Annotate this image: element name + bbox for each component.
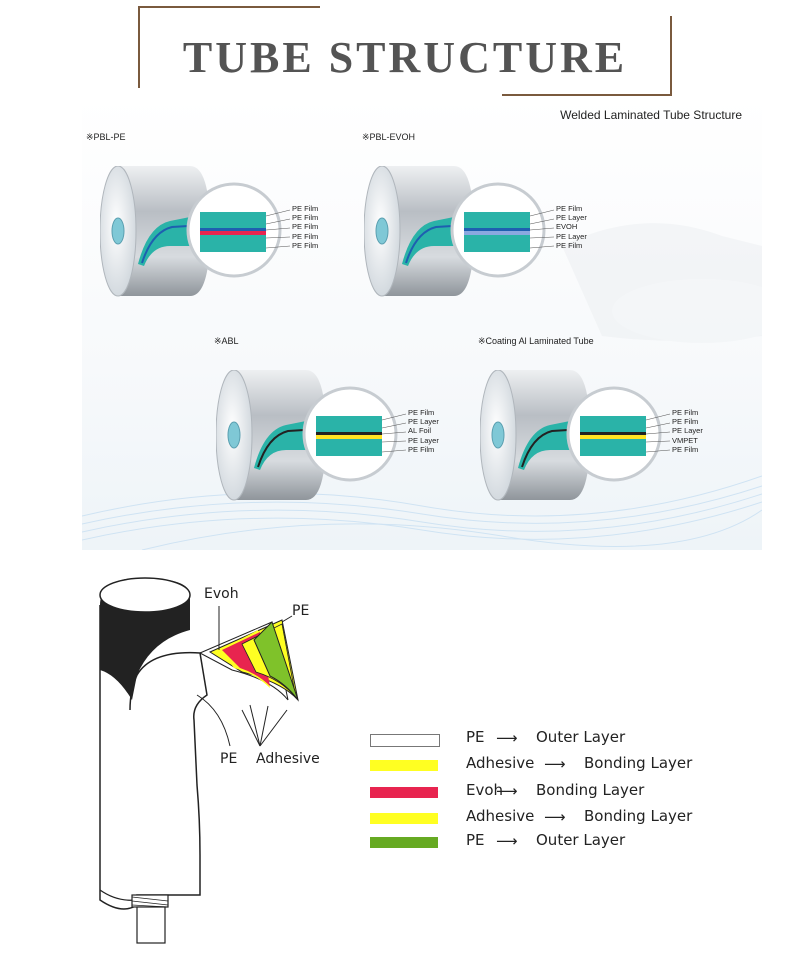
legend-function-1: Outer Layer: [536, 728, 625, 746]
legend-swatch-3: [370, 787, 438, 798]
legend-swatch-1: [370, 734, 440, 747]
legend-function-3: Bonding Layer: [536, 781, 644, 799]
abl-layer-4: PE Layer: [408, 436, 439, 445]
legend-swatch-2: [370, 760, 438, 771]
tube-nozzle: [137, 907, 165, 943]
pe-bottom-label: PE: [220, 751, 237, 767]
coating-al-layer-3: PE Layer: [672, 426, 703, 435]
abl-layer-2: PE Layer: [408, 417, 439, 426]
pbl-evoh-layer-2: PE Layer: [556, 213, 587, 222]
peeled-layers: [200, 620, 298, 700]
abl-layer-3: AL Foil: [408, 426, 431, 435]
pbl-pe-layer-5: PE Film: [292, 241, 318, 250]
tube-opening: [100, 578, 190, 612]
tube-diagram: [82, 570, 412, 960]
legend-swatch-5: [370, 837, 438, 848]
coating-al-layer-1: PE Film: [672, 408, 698, 417]
pbl-pe-label: ※PBL-PE: [86, 132, 126, 143]
arrow-right-icon: ⟶: [496, 729, 518, 747]
legend-function-5: Outer Layer: [536, 831, 625, 849]
legend-function-2: Bonding Layer: [584, 754, 692, 772]
coating-al-label: ※Coating Al Laminated Tube: [478, 336, 594, 347]
arrow-right-icon: ⟶: [496, 832, 518, 850]
pe-top-label: PE: [292, 603, 309, 619]
page-title: TUBE STRUCTURE: [138, 32, 672, 83]
legend-swatch-4: [370, 813, 438, 824]
legend-function-4: Bonding Layer: [584, 807, 692, 825]
abl-layer-5: PE Film: [408, 445, 434, 454]
pbl-evoh-layer-4: PE Layer: [556, 232, 587, 241]
pbl-pe-layer-1: PE Film: [292, 204, 318, 213]
coating-al-layer-2: PE Film: [672, 417, 698, 426]
legend-material-4: Adhesive: [466, 807, 534, 825]
abl-layer-1: PE Film: [408, 408, 434, 417]
arrow-right-icon: ⟶: [544, 755, 566, 773]
abl-label: ※ABL: [214, 336, 239, 347]
coating-al-layer-5: PE Film: [672, 445, 698, 454]
laminate-structure-panel: Welded Laminated Tube Structure ※PBL-PE P…: [82, 96, 762, 550]
panel-title: Welded Laminated Tube Structure: [560, 108, 742, 122]
arrow-right-icon: ⟶: [544, 808, 566, 826]
title-frame: TUBE STRUCTURE: [138, 6, 672, 96]
legend-material-2: Adhesive: [466, 754, 534, 772]
arrow-right-icon: ⟶: [496, 782, 518, 800]
pbl-pe-layer-4: PE Film: [292, 232, 318, 241]
adhesive-label: Adhesive: [256, 751, 320, 767]
pbl-pe-layer-2: PE Film: [292, 213, 318, 222]
coating-al-layer-4: VMPET: [672, 436, 698, 445]
legend-material-5: PE: [466, 831, 485, 849]
pbl-pe-layer-3: PE Film: [292, 222, 318, 231]
pbl-evoh-layer-3: EVOH: [556, 222, 577, 231]
pbl-evoh-label: ※PBL-EVOH: [362, 132, 415, 143]
legend-material-1: PE: [466, 728, 485, 746]
evoh-label: Evoh: [204, 586, 239, 602]
pbl-evoh-layer-5: PE Film: [556, 241, 582, 250]
pbl-evoh-layer-1: PE Film: [556, 204, 582, 213]
